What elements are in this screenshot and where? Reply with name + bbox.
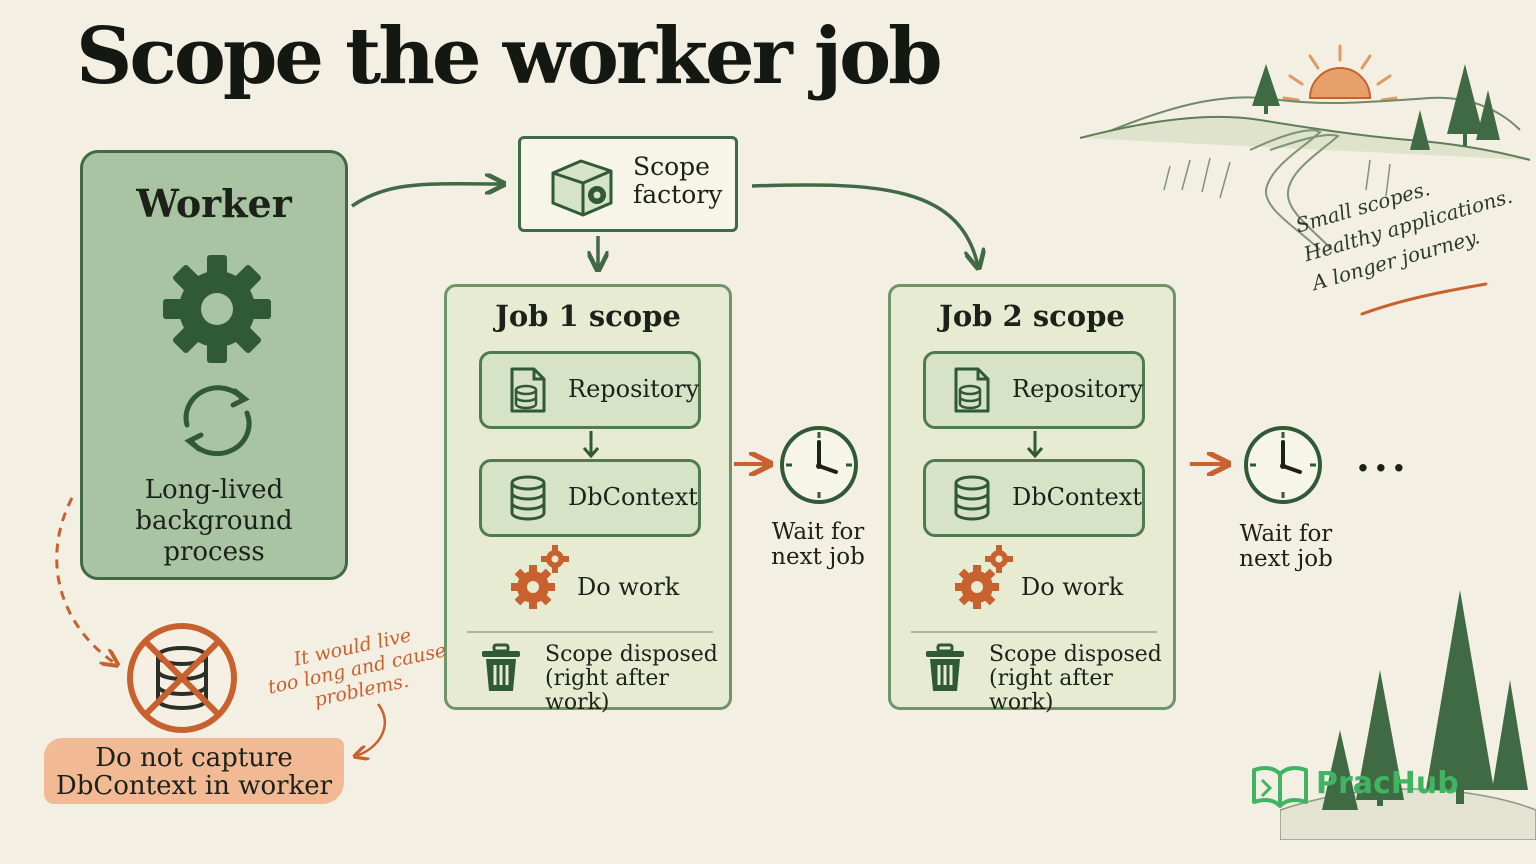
- brand-book-icon: [1252, 765, 1308, 808]
- sun-icon: [1282, 44, 1398, 102]
- job-2-dbcontext: DbContext: [923, 459, 1145, 537]
- landscape-illustration: [1079, 44, 1531, 251]
- trash-icon: [926, 643, 964, 691]
- gears-icon: [955, 545, 1013, 609]
- database-icon: [954, 475, 990, 521]
- arrow-repository-to-dbcontext: [1026, 431, 1044, 459]
- gears-icon: [511, 545, 569, 609]
- job-2-repository: Repository: [923, 351, 1145, 429]
- scope-factory-box: Scope factory: [518, 136, 738, 232]
- continuation-ellipsis: ...: [1356, 434, 1410, 481]
- document-stack-icon: [510, 367, 546, 413]
- scope-factory-label: Scope factory: [633, 152, 723, 209]
- tree-icon: [1252, 64, 1500, 150]
- page-title: Scope the worker job: [76, 11, 943, 102]
- cycle-icon: [183, 385, 252, 457]
- clock-icon: [1244, 426, 1322, 504]
- trash-icon: [482, 643, 520, 691]
- job-1-repository: Repository: [479, 351, 701, 429]
- clock-icon: [780, 426, 858, 504]
- job-2-repository-label: Repository: [1012, 375, 1144, 403]
- warning-box: Do not capture DbContext in worker: [44, 738, 344, 804]
- document-stack-icon: [954, 367, 990, 413]
- gear-icon: [163, 255, 271, 363]
- job-2-do-work-label: Do work: [1021, 573, 1124, 601]
- job-2-scope-card: Job 2 scope Repository DbContext: [888, 284, 1176, 715]
- job-1-dbcontext: DbContext: [479, 459, 701, 537]
- job-1-divider: [467, 631, 713, 633]
- arrow-note-to-warning: [356, 703, 386, 756]
- job-1-disposed-label: Scope disposed (right after work): [545, 642, 718, 715]
- database-icon: [510, 475, 546, 521]
- job-1-repository-label: Repository: [568, 375, 700, 403]
- job-1-do-work-label: Do work: [577, 573, 680, 601]
- worker-description: Long-lived background process: [135, 475, 293, 567]
- tagline-underline: [1360, 282, 1488, 316]
- job-2-dbcontext-label: DbContext: [1012, 483, 1142, 511]
- job-1-scope-card: Job 1 scope Repository DbContext: [444, 284, 732, 715]
- job-1-dbcontext-label: DbContext: [568, 483, 698, 511]
- job-2-divider: [911, 631, 1157, 633]
- warning-label: Do not capture DbContext in worker: [55, 743, 333, 801]
- no-database-icon: [127, 623, 237, 733]
- worker-card: Worker Long-lived background process: [80, 150, 348, 580]
- forest-illustration: [1280, 590, 1536, 840]
- wait-label-1: Wait for next job: [771, 519, 865, 570]
- wait-label-2: Wait for next job: [1239, 521, 1333, 572]
- job-2-title: Job 2 scope: [939, 299, 1125, 333]
- box-gear-icon: [551, 159, 613, 217]
- job-2-disposed-label: Scope disposed (right after work): [989, 642, 1162, 715]
- brand-name: PracHub: [1316, 766, 1459, 801]
- arrow-repository-to-dbcontext: [582, 431, 600, 459]
- arrow-worker-to-warning: [55, 497, 116, 664]
- tree-icon: [1322, 590, 1528, 810]
- arrow-factory-to-job2: [751, 183, 978, 266]
- worker-title: Worker: [136, 181, 292, 226]
- job-1-title: Job 1 scope: [495, 299, 681, 333]
- arrow-worker-to-factory: [351, 184, 502, 208]
